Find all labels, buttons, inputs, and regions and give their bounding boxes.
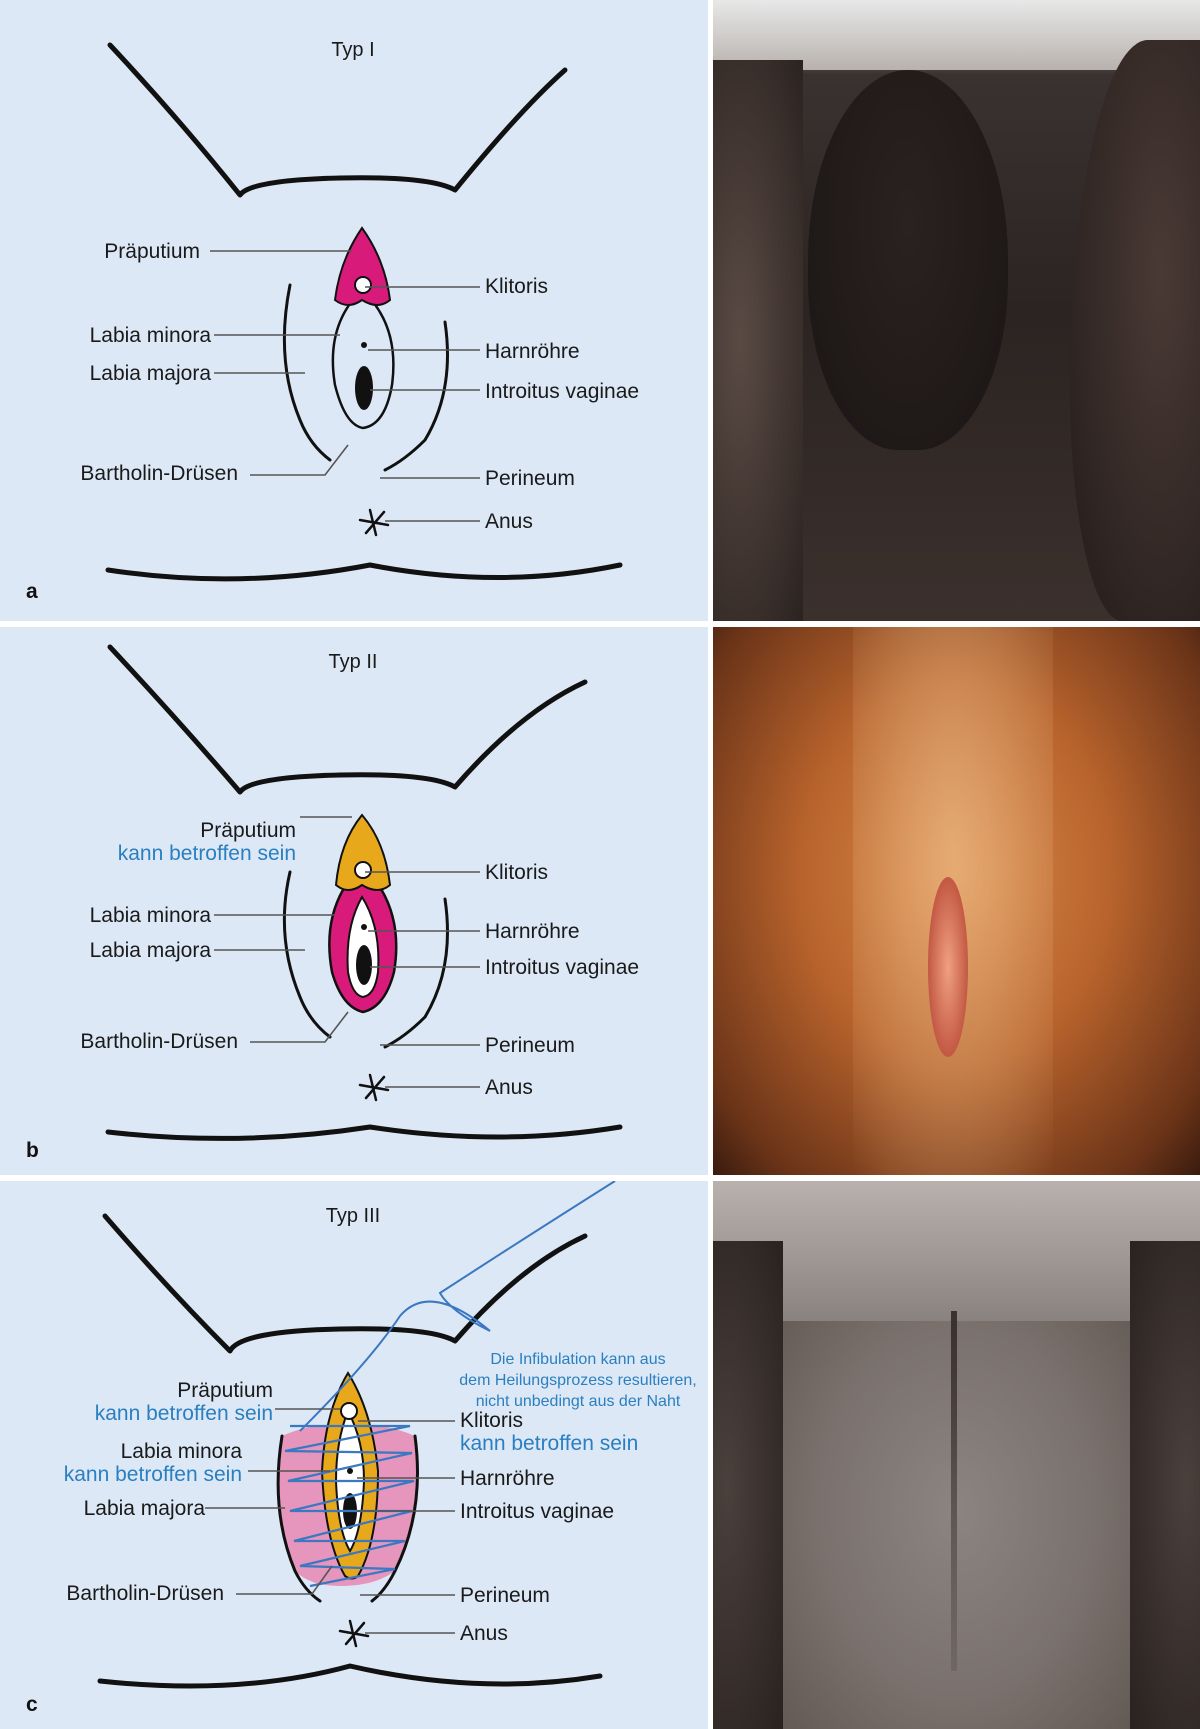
labia-majora-left-outline <box>276 1434 322 1603</box>
label-harnroehre: Harnröhre <box>460 1467 555 1490</box>
label-klitoris: Klitoris <box>485 275 548 298</box>
diagram-panel-typ-2: Typ II Präputium kann betroffen sein Lab… <box>0 627 708 1175</box>
label-labia-minora-note: kann betroffen sein <box>64 1463 242 1486</box>
labia-majora-right-outline <box>383 320 449 472</box>
labia-majora-right-outline <box>370 1434 419 1603</box>
leader-bartholin <box>236 1565 333 1595</box>
leader-bartholin <box>250 1011 349 1043</box>
label-perineum: Perineum <box>485 1034 575 1057</box>
buttock-outline-lower <box>105 562 623 582</box>
label-introitus: Introitus vaginae <box>485 380 639 403</box>
label-perineum: Perineum <box>460 1584 550 1607</box>
label-labia-minora: Labia minora <box>121 1440 243 1463</box>
anus-shape <box>338 1619 370 1648</box>
infibulation-note-line-3: nicht unbedingt aus der Naht <box>476 1393 681 1410</box>
label-bartholin: Bartholin-Drüsen <box>80 1030 238 1053</box>
thigh-outline-upper <box>102 1213 588 1354</box>
anus-shape <box>358 508 390 537</box>
infibulation-note-line-1: Die Infibulation kann aus <box>490 1351 665 1368</box>
labia-majora-right-outline <box>383 897 449 1049</box>
label-labia-majora: Labia majora <box>84 1497 206 1520</box>
label-labia-majora: Labia majora <box>90 362 212 385</box>
label-labia-minora: Labia minora <box>90 904 212 927</box>
harnroehre-shape <box>361 924 367 930</box>
harnroehre-shape <box>361 342 367 348</box>
diagram-panel-typ-3: Typ III Die Infibulation kann aus dem He… <box>0 1181 708 1729</box>
label-introitus: Introitus vaginae <box>485 956 639 979</box>
label-harnroehre: Harnröhre <box>485 340 580 363</box>
label-anus: Anus <box>485 510 533 533</box>
label-klitoris-note: kann betroffen sein <box>460 1432 638 1455</box>
label-praeputium-note: kann betroffen sein <box>118 842 296 865</box>
introitus-shape <box>355 366 373 410</box>
label-harnroehre: Harnröhre <box>485 920 580 943</box>
panel-letter: a <box>26 580 38 603</box>
harnroehre-shape <box>347 1468 353 1474</box>
panel-title: Typ II <box>329 651 378 673</box>
label-klitoris: Klitoris <box>460 1409 523 1432</box>
diagram-typ-1: Typ I Präputium Labia minora Labia major… <box>26 39 639 603</box>
label-anus: Anus <box>485 1076 533 1099</box>
klitoris-shape <box>340 1402 358 1420</box>
diagram-panel-typ-1: Typ I Präputium Labia minora Labia major… <box>0 0 708 621</box>
suture-line <box>284 1424 415 1588</box>
panel-letter: b <box>26 1139 39 1162</box>
klitoris-shape <box>354 276 372 294</box>
label-klitoris: Klitoris <box>485 861 548 884</box>
panel-title: Typ III <box>326 1205 380 1227</box>
labia-minora-shape <box>331 288 395 430</box>
label-praeputium-note: kann betroffen sein <box>95 1402 273 1425</box>
thigh-outline-upper <box>107 644 588 795</box>
klitoris-shape <box>354 861 372 879</box>
thigh-outline-upper <box>107 42 568 198</box>
label-anus: Anus <box>460 1622 508 1645</box>
label-praeputium: Präputium <box>177 1379 273 1402</box>
buttock-outline-lower <box>97 1663 603 1689</box>
diagram-typ-3: Typ III Die Infibulation kann aus dem He… <box>26 1181 697 1716</box>
diagram-typ-2: Typ II Präputium kann betroffen sein Lab… <box>26 644 639 1162</box>
label-praeputium: Präputium <box>200 819 296 842</box>
infibulation-note-line-2: dem Heilungsprozess resultieren, <box>459 1372 696 1389</box>
buttock-outline-lower <box>105 1124 623 1141</box>
labia-majora-left-outline <box>282 283 332 462</box>
label-labia-majora: Labia majora <box>90 939 212 962</box>
panel-letter: c <box>26 1693 38 1716</box>
labia-majora-left-outline <box>282 870 332 1039</box>
label-labia-minora: Labia minora <box>90 324 212 347</box>
label-praeputium: Präputium <box>104 240 200 263</box>
label-bartholin: Bartholin-Drüsen <box>66 1582 224 1605</box>
label-perineum: Perineum <box>485 467 575 490</box>
leader-bartholin <box>250 444 349 476</box>
clinical-photo-typ-2 <box>713 627 1200 1175</box>
anus-shape <box>358 1073 390 1102</box>
praeputium-shape <box>333 226 392 306</box>
clinical-photo-typ-3 <box>713 1181 1200 1729</box>
label-introitus: Introitus vaginae <box>460 1500 614 1523</box>
label-bartholin: Bartholin-Drüsen <box>80 462 238 485</box>
panel-title: Typ I <box>331 39 374 61</box>
suture-thread <box>299 1181 616 1432</box>
introitus-shape <box>356 945 372 985</box>
clinical-photo-typ-1 <box>713 0 1200 621</box>
